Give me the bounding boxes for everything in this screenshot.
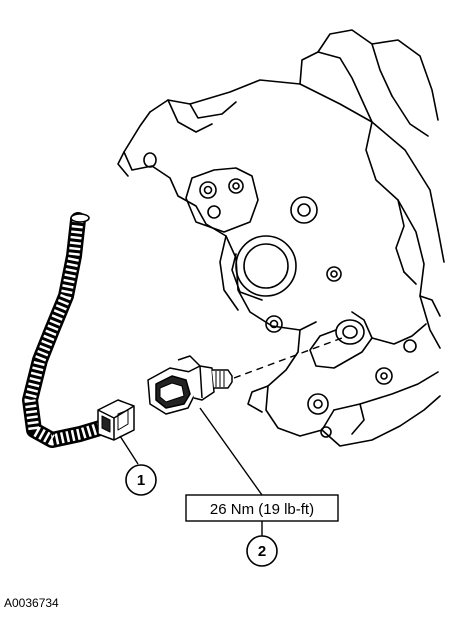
callout-1: 1 <box>125 464 157 496</box>
callout-2-leader <box>199 407 263 496</box>
figure-id: A0036734 <box>4 596 59 610</box>
callout-1-leader <box>119 435 139 465</box>
knock-sensor <box>147 355 233 415</box>
callout-2: 2 <box>246 535 278 567</box>
wiring-harness <box>22 212 135 448</box>
installation-line <box>233 337 343 379</box>
callout-2-number: 2 <box>258 543 266 560</box>
callout-1-number: 1 <box>137 472 145 489</box>
torque-spec-box: 26 Nm (19 lb-ft) <box>185 494 339 522</box>
torque-spec-label: 26 Nm (19 lb-ft) <box>210 501 314 518</box>
engine-block-drawing <box>117 29 445 447</box>
